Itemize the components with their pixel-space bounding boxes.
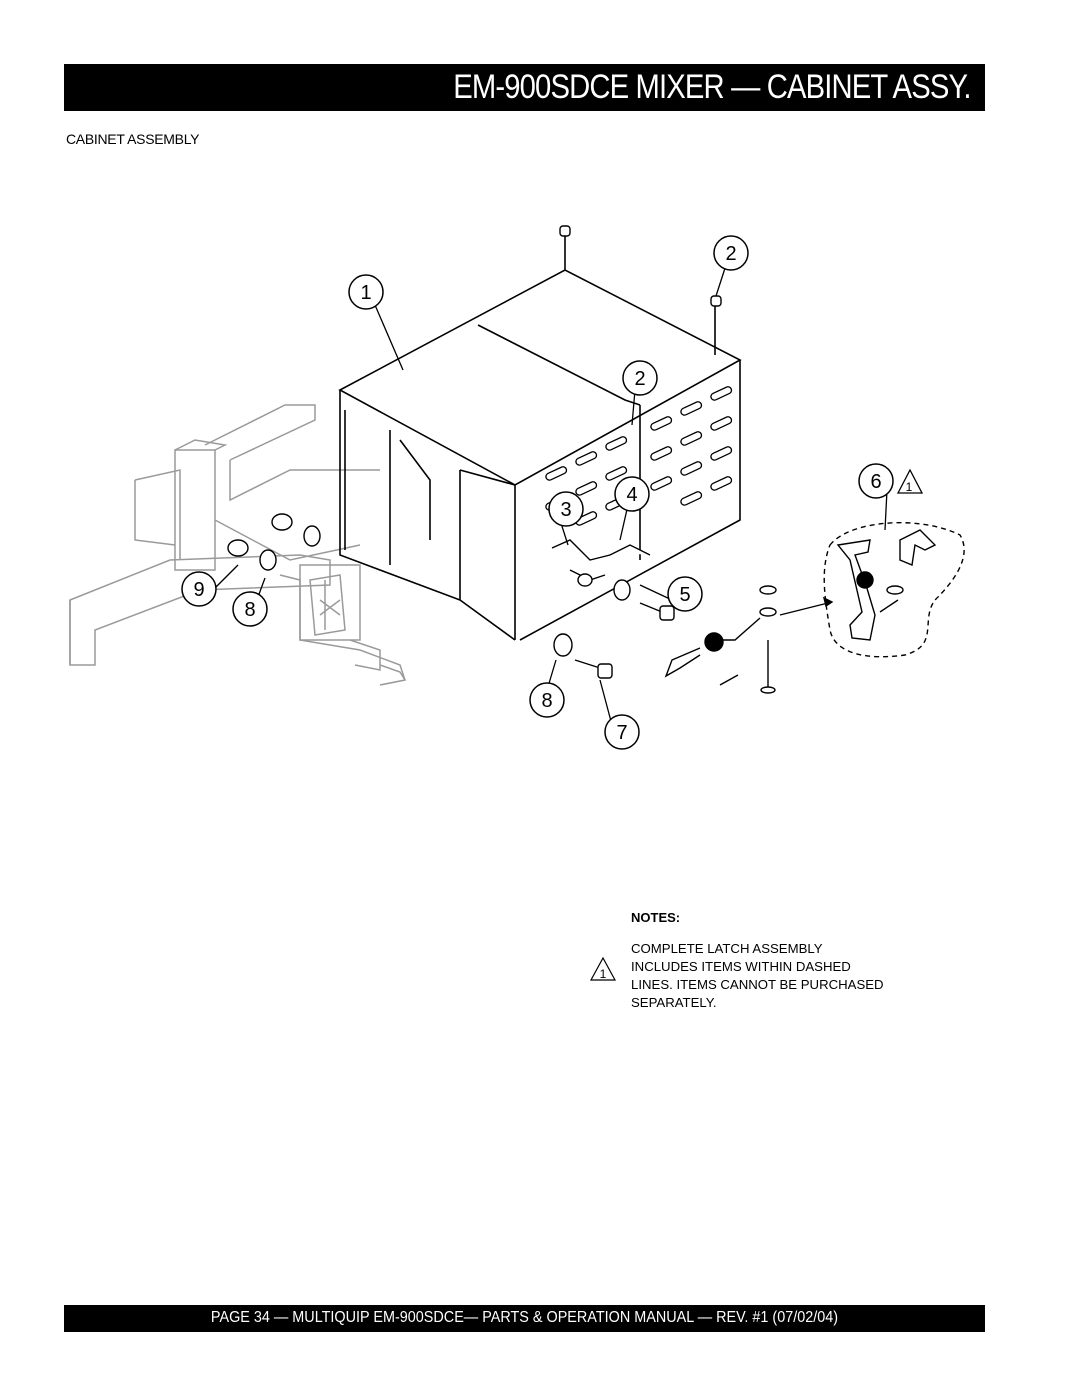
notes-line: COMPLETE LATCH ASSEMBLY bbox=[631, 941, 823, 956]
callout-circles bbox=[181, 235, 894, 750]
callout-4 bbox=[614, 476, 650, 512]
callout-2-mid-label: 2 bbox=[634, 368, 645, 390]
note-marker-label: 1 bbox=[600, 967, 607, 981]
callout-9 bbox=[181, 571, 217, 607]
page-title: EM-900SDCE MIXER — CABINET ASSY. bbox=[453, 68, 972, 106]
callout-2-top-label: 2 bbox=[725, 243, 736, 265]
callout-1-label: 1 bbox=[360, 282, 371, 304]
callout-8-left bbox=[232, 591, 268, 627]
mixer-frame-drawing bbox=[69, 404, 406, 686]
leader-lines bbox=[214, 261, 888, 726]
latch-assembly-outline bbox=[823, 522, 965, 658]
callout-2-top bbox=[713, 235, 749, 271]
notes-line: LINES. ITEMS CANNOT BE PURCHASED bbox=[631, 977, 884, 992]
notes-title: NOTES: bbox=[631, 910, 681, 925]
note-reference-triangle: 1 bbox=[896, 468, 924, 494]
callout-4-label: 4 bbox=[626, 484, 637, 506]
hardware-drawing bbox=[227, 225, 834, 694]
callout-8-left-label: 8 bbox=[244, 599, 255, 621]
notes-body: COMPLETE LATCH ASSEMBLY INCLUDES ITEMS W… bbox=[631, 940, 961, 1012]
page-header: EM-900SDCE MIXER — CABINET ASSY. bbox=[64, 64, 985, 111]
callout-7 bbox=[604, 714, 640, 750]
callout-6 bbox=[858, 463, 894, 499]
callout-6-label: 6 bbox=[870, 471, 881, 493]
callout-9-label: 9 bbox=[193, 579, 204, 601]
callout-7-label: 7 bbox=[616, 722, 627, 744]
callout-3-label: 3 bbox=[560, 499, 571, 521]
callout-8-bottom bbox=[529, 682, 565, 718]
callout-8-bottom-label: 8 bbox=[541, 690, 552, 712]
cabinet-box-drawing bbox=[338, 235, 742, 641]
notes-line: SEPARATELY. bbox=[631, 995, 717, 1010]
note-marker-triangle: 1 bbox=[590, 957, 616, 981]
callout-1 bbox=[348, 274, 384, 310]
footer-text: PAGE 34 — MULTIQUIP EM-900SDCE— PARTS & … bbox=[210, 1309, 839, 1326]
callout-3 bbox=[548, 491, 584, 527]
callout-5-label: 5 bbox=[679, 584, 690, 606]
notes-line: INCLUDES ITEMS WITHIN DASHED bbox=[631, 959, 851, 974]
callout-5 bbox=[667, 576, 703, 612]
callout-labels: 1 2 2 3 4 5 6 7 8 8 9 bbox=[193, 243, 881, 744]
section-label: CABINET ASSEMBLY bbox=[66, 131, 200, 147]
note-reference-label: 1 bbox=[906, 480, 913, 494]
callout-2-mid bbox=[622, 360, 658, 396]
cabinet-assembly-diagram: 1 2 2 3 4 5 6 7 8 8 9 1 bbox=[69, 225, 965, 750]
page-footer: PAGE 34 — MULTIQUIP EM-900SDCE— PARTS & … bbox=[64, 1305, 985, 1332]
